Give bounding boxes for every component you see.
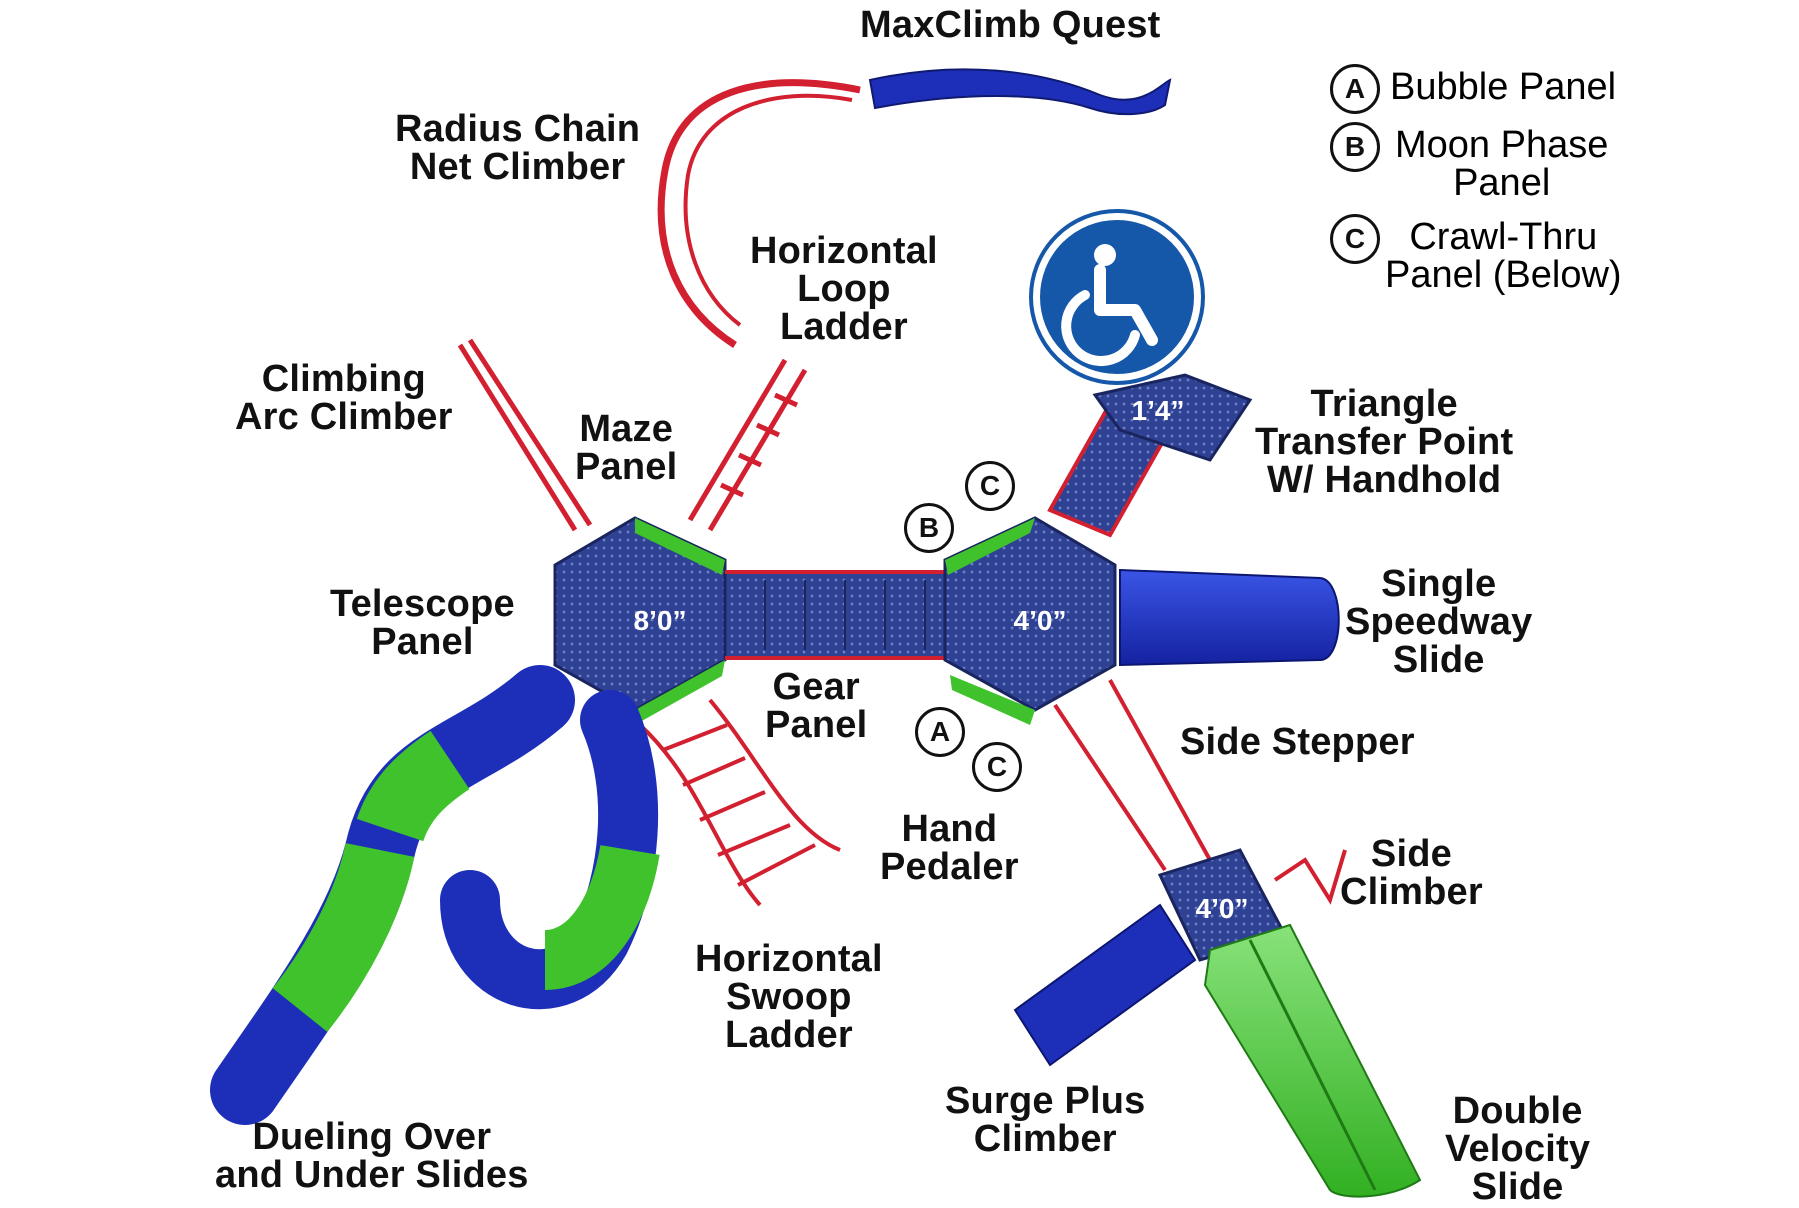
legend-text-c: Crawl-Thru Panel (Below)	[1385, 216, 1622, 296]
legend-letter-b: B	[1330, 122, 1380, 172]
left-deck-height: 8’0”	[634, 605, 687, 636]
horizontal-loop-ladder	[687, 358, 808, 532]
double-velocity-slide	[1203, 923, 1422, 1198]
horizontal-swoop-ladder	[638, 698, 841, 907]
maxclimb-quest-element	[868, 68, 1172, 116]
triangle-transfer-point	[1092, 373, 1253, 462]
legend-letter-c: C	[1330, 214, 1380, 264]
climbing-arc-climber	[457, 338, 593, 532]
marker-b: B	[904, 503, 954, 553]
single-speedway-slide	[1119, 568, 1340, 667]
surge-plus-climber-shape	[1013, 903, 1197, 1067]
marker-a: A	[915, 707, 965, 757]
center-deck-height: 4’0”	[1014, 605, 1067, 636]
legend-letter-a: A	[1330, 64, 1380, 114]
dueling-slides	[210, 665, 660, 1125]
maxclimb-quest-label: MaxClimb Quest	[860, 4, 1161, 46]
gear-panel-shape	[635, 660, 725, 722]
side-stepper-label: Side Stepper	[1180, 721, 1415, 763]
lower-deck-height: 4’0”	[1196, 893, 1249, 924]
maze-panel-shape	[635, 518, 725, 575]
bubble-panel-shape	[950, 675, 1035, 725]
legend-text-a: Bubble Panel	[1390, 66, 1617, 108]
side-stepper-bridge	[1053, 679, 1212, 872]
bridge	[723, 570, 947, 660]
moon-phase-panel-shape	[945, 518, 1035, 575]
marker-c-bottom: C	[972, 742, 1022, 792]
wheelchair-accessibility-icon	[1029, 209, 1205, 385]
radius-chain-net-climber	[657, 79, 861, 348]
transfer-height: 1’4”	[1132, 395, 1185, 426]
side-climber-shape	[1273, 849, 1347, 905]
legend-text-b: Moon Phase Panel	[1395, 124, 1609, 204]
marker-c-top: C	[965, 461, 1015, 511]
